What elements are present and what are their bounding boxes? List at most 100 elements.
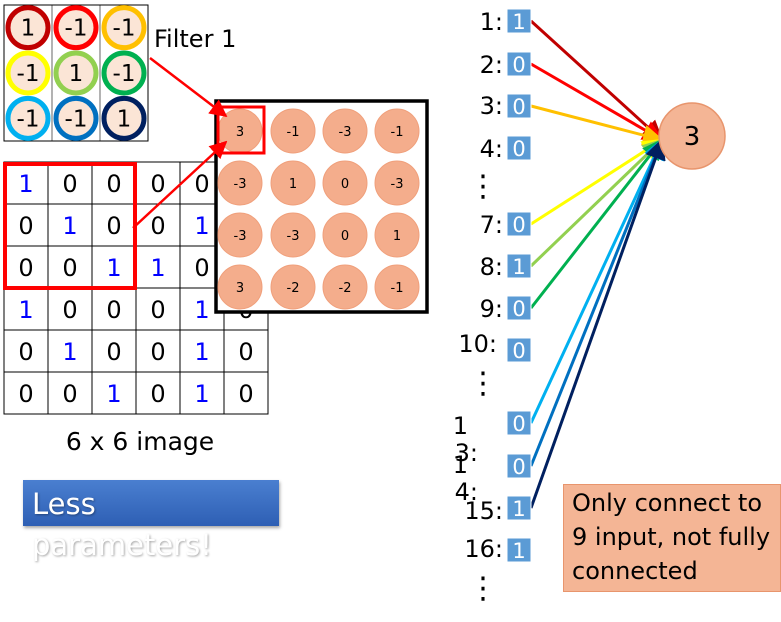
input-label: 9: bbox=[480, 295, 503, 323]
input-box bbox=[506, 8, 532, 34]
image-cell-box bbox=[47, 371, 93, 415]
input-box bbox=[506, 253, 532, 279]
filter-ring bbox=[5, 50, 51, 96]
image-cell: 1 bbox=[62, 212, 77, 240]
input-box bbox=[506, 135, 532, 161]
image-cell: 0 bbox=[194, 254, 209, 282]
input-label: 8: bbox=[480, 253, 503, 281]
filter-ring bbox=[101, 95, 147, 141]
input-box bbox=[506, 453, 532, 479]
input-label: 7: bbox=[480, 211, 503, 239]
feature-node bbox=[322, 264, 368, 310]
input-row: 9:0 bbox=[480, 295, 532, 323]
output-neuron: 3 bbox=[658, 102, 726, 170]
image-cell-box bbox=[47, 161, 93, 205]
connection-line bbox=[529, 138, 664, 268]
image-cell: 0 bbox=[18, 212, 33, 240]
feature-node bbox=[217, 212, 263, 258]
input-label: 4: bbox=[480, 135, 503, 163]
input-row: 1:1 bbox=[480, 8, 532, 36]
filter-ring bbox=[101, 50, 147, 96]
input-value: 0 bbox=[512, 412, 525, 436]
filter-cell: -1 bbox=[113, 61, 136, 87]
input-box bbox=[506, 211, 532, 237]
image-cell: 0 bbox=[150, 296, 165, 324]
feature-value: 0 bbox=[341, 229, 349, 244]
neuron-circle bbox=[658, 102, 726, 170]
neuron-value: 3 bbox=[684, 122, 701, 152]
image-cell: 0 bbox=[238, 338, 253, 366]
input-label: 10: bbox=[458, 330, 497, 358]
input-value: 0 bbox=[512, 339, 525, 363]
image-cell: 1 bbox=[194, 338, 209, 366]
input-box bbox=[506, 51, 532, 77]
filter-border bbox=[3, 4, 149, 142]
image-cell: 1 bbox=[62, 338, 77, 366]
feature-node bbox=[270, 160, 316, 206]
image-cell: 0 bbox=[150, 380, 165, 408]
filter-ring bbox=[101, 5, 147, 51]
image-cell: 0 bbox=[62, 380, 77, 408]
feature-node bbox=[374, 160, 420, 206]
feature-value: 1 bbox=[393, 229, 401, 244]
input-box bbox=[506, 93, 532, 119]
callout-box bbox=[563, 484, 781, 592]
input-value: 0 bbox=[512, 53, 525, 77]
input-row: 10: 0 bbox=[458, 330, 532, 363]
image-cell: 1 bbox=[18, 296, 33, 324]
image-cell: 0 bbox=[150, 212, 165, 240]
filter-cell: -1 bbox=[65, 106, 88, 132]
feature-node bbox=[270, 212, 316, 258]
input-label: 15: bbox=[464, 497, 503, 525]
image-cell: 1 bbox=[194, 212, 209, 240]
connection-line bbox=[529, 138, 664, 309]
image-cell: 0 bbox=[150, 338, 165, 366]
input-row: 16:1 bbox=[464, 535, 532, 563]
feature-value: -2 bbox=[339, 281, 352, 296]
filter-ring bbox=[53, 50, 99, 96]
image-cell-box bbox=[47, 245, 93, 289]
feature-node bbox=[322, 108, 368, 154]
image-cell-box bbox=[223, 329, 269, 373]
image-cell: 1 bbox=[194, 380, 209, 408]
connection-line bbox=[529, 19, 664, 142]
connection-line bbox=[529, 138, 664, 424]
feature-value: -1 bbox=[391, 125, 404, 140]
feature-value: -3 bbox=[234, 229, 247, 244]
filter-cell: -1 bbox=[17, 106, 40, 132]
feature-value: -3 bbox=[234, 177, 247, 192]
input-row: 3:0 bbox=[480, 92, 532, 120]
feature-value: -3 bbox=[287, 229, 300, 244]
input-box bbox=[506, 495, 532, 521]
image-cell-box bbox=[135, 161, 181, 205]
input-value: 1 bbox=[512, 255, 525, 279]
feature-value: 3 bbox=[236, 125, 244, 140]
input-row: 8: 1 bbox=[480, 253, 532, 281]
input-row: 7:0 bbox=[480, 211, 532, 239]
image-cell: 0 bbox=[62, 170, 77, 198]
connection-line bbox=[530, 138, 664, 226]
input-row: 2: 0 bbox=[480, 51, 532, 79]
convolution-arrows bbox=[132, 57, 228, 229]
input-label: 3: bbox=[480, 92, 503, 120]
feature-node bbox=[217, 264, 263, 310]
input-value: 0 bbox=[512, 137, 525, 161]
feature-value: -2 bbox=[287, 281, 300, 296]
input-value: 1 bbox=[512, 10, 525, 34]
filter-cell: -1 bbox=[65, 16, 88, 42]
feature-node bbox=[270, 108, 316, 154]
feature-value: -3 bbox=[339, 125, 352, 140]
connection-line bbox=[529, 138, 666, 509]
feature-node bbox=[374, 264, 420, 310]
feature-node bbox=[217, 160, 263, 206]
input-label: 2: bbox=[480, 51, 503, 79]
image-cell: 0 bbox=[18, 338, 33, 366]
image-cell: 0 bbox=[106, 212, 121, 240]
feature-node bbox=[374, 108, 420, 154]
field-to-map-arrow bbox=[132, 140, 228, 229]
